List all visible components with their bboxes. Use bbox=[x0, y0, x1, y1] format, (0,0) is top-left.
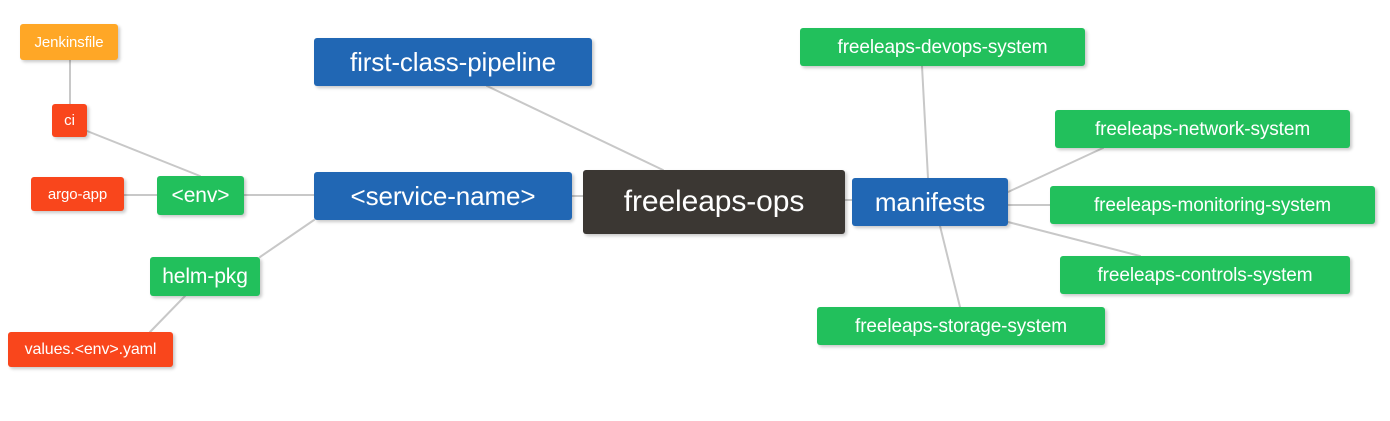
node-env[interactable]: <env> bbox=[157, 176, 244, 215]
edge-service-name-to-helm-pkg bbox=[259, 219, 315, 258]
node-service-name[interactable]: <service-name> bbox=[314, 172, 572, 220]
node-devops[interactable]: freeleaps-devops-system bbox=[800, 28, 1085, 66]
node-helm-pkg[interactable]: helm-pkg bbox=[150, 257, 260, 296]
edge-helm-pkg-to-values-yaml bbox=[149, 295, 186, 333]
node-manifests[interactable]: manifests bbox=[852, 178, 1008, 226]
node-freeleaps-ops[interactable]: freeleaps-ops bbox=[583, 170, 845, 234]
edge-pipeline-to-freeleaps-ops bbox=[486, 85, 664, 171]
node-pipeline[interactable]: first-class-pipeline bbox=[314, 38, 592, 86]
edge-manifests-to-storage bbox=[939, 225, 961, 308]
edge-manifests-to-controls bbox=[1007, 221, 1141, 257]
node-values-yaml[interactable]: values.<env>.yaml bbox=[8, 332, 173, 367]
edge-ci-to-env bbox=[86, 130, 201, 177]
node-network[interactable]: freeleaps-network-system bbox=[1055, 110, 1350, 148]
node-monitoring[interactable]: freeleaps-monitoring-system bbox=[1050, 186, 1375, 224]
edge-manifests-to-devops bbox=[921, 65, 929, 179]
node-storage[interactable]: freeleaps-storage-system bbox=[817, 307, 1105, 345]
node-argo-app[interactable]: argo-app bbox=[31, 177, 124, 211]
node-ci[interactable]: ci bbox=[52, 104, 87, 137]
node-jenkinsfile[interactable]: Jenkinsfile bbox=[20, 24, 118, 60]
node-controls[interactable]: freeleaps-controls-system bbox=[1060, 256, 1350, 294]
